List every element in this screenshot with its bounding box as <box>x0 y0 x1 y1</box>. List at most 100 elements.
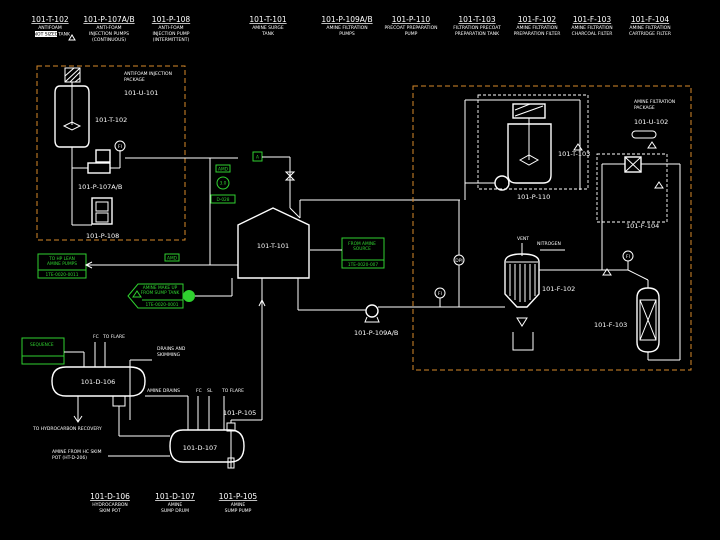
offpage-text: SOURCE <box>353 246 371 252</box>
pump-p108 <box>91 197 113 225</box>
footer-desc: SUMP PUMP <box>225 508 252 514</box>
green-tag-3: 3.0 <box>220 181 227 187</box>
hatch-lines <box>64 67 81 83</box>
header-tag: 101-T-101 <box>249 15 286 24</box>
green-tag-box <box>164 253 180 262</box>
to-hc-recovery-label: TO HYDROCARBON RECOVERY <box>32 426 102 432</box>
header-tag: 101-P-108 <box>152 15 191 24</box>
sump-drum-d107-tag: 101-D-107 <box>183 444 218 452</box>
revision-triangle-icon <box>602 268 612 276</box>
green-tag-box <box>215 164 231 173</box>
header-item-f103: 101-F-103 AMINE FILTRATION CHARCOAL FILT… <box>571 15 612 37</box>
t103-boundary <box>477 94 589 190</box>
instrument-fi-label: FI <box>118 144 122 150</box>
header-desc: INJECTION PUMP <box>152 31 189 37</box>
filter-cross <box>624 156 642 173</box>
revision-triangle-icon <box>68 34 76 41</box>
pump-p107-tag: 101-P-107A/B <box>78 183 122 191</box>
footer-item-d107: 101-D-107 AMINE SUMP DRUM <box>155 492 195 514</box>
agitator-impeller-icon <box>518 154 540 166</box>
filtration-pumps-p109: 101-P-109A/B FI DPI <box>354 200 505 337</box>
from-hc-skim-label: AMINE FROM HC SKIM <box>52 449 102 455</box>
pump-motor <box>95 149 111 163</box>
package-unit-tag: 101-U-102 <box>634 118 668 126</box>
charcoal-filter-f103 <box>636 287 660 353</box>
filter-cross <box>639 299 657 341</box>
header-desc: PREPARATION FILTER <box>514 31 561 37</box>
offpage-ref: 1TE-0020-007 <box>348 262 379 268</box>
precoat-tank-t103 <box>507 123 552 184</box>
header-tag: 101-F-103 <box>573 15 612 24</box>
header-desc: INJECTION PUMPS <box>89 31 129 37</box>
nitrogen-label: NITROGEN <box>537 241 561 247</box>
header-desc: TANK <box>261 31 275 37</box>
package-status-oval <box>631 130 657 139</box>
from-hc-skim-label: POT (HT-D-206) <box>52 455 87 461</box>
footer-item-p105: 101-P-105 AMINE SUMP PUMP <box>219 492 258 514</box>
tank-t103-tag: 101-T-103 <box>558 150 590 158</box>
header-tag: 101-F-102 <box>518 15 557 24</box>
header-desc: ANTIFOAM <box>38 25 62 31</box>
filtration-package: AMINE FILTRATION PACKAGE 101-U-102 101-T… <box>412 85 692 371</box>
header-item-p107: 101-P-107A/B ANTI-FOAM INJECTION PUMPS (… <box>83 15 134 43</box>
amine-drains-label: AMINE DRAINS <box>147 388 180 394</box>
filter-elements <box>509 264 536 302</box>
header-desc: CARTRIDGE FILTER <box>629 31 671 37</box>
header-tag: 101-P-110 <box>392 15 431 24</box>
header-desc: PUMP <box>405 31 418 37</box>
vent-label: VENT <box>517 236 529 242</box>
skim-pot-vessel <box>51 366 146 397</box>
antifoam-package-boundary <box>36 65 186 241</box>
tank-t101-tag: 101-T-101 <box>257 242 289 250</box>
header-desc: PREPARATION TANK <box>455 31 500 37</box>
waste-bin <box>512 332 534 351</box>
footer-desc: HYDROCARBON <box>92 502 128 508</box>
header-desc: PRECOAT PREPARATION <box>384 25 437 31</box>
surge-tank-shape <box>237 207 310 279</box>
tank-t102-tag: 101-T-102 <box>95 116 127 124</box>
header-item-p108: 101-P-108 ANTI-FOAM INJECTION PUMP (INTE… <box>152 15 191 43</box>
sequence-label: SEQUENCE <box>30 342 54 348</box>
header-item-f104: 101-F-104 AMINE FILTRATION CARTRIDGE FIL… <box>629 15 671 37</box>
pump-p105-tag: 101-P-105 <box>223 409 256 417</box>
f104-boundary <box>596 153 668 223</box>
fc-label: FC <box>93 334 99 340</box>
footer-desc: SKIM POT <box>99 508 121 514</box>
revision-triangle-icon <box>654 181 664 189</box>
header-desc: AMINE SURGE <box>252 25 284 31</box>
arrow <box>73 415 83 423</box>
header-desc: AMINE FILTRATION <box>516 25 557 31</box>
offpage-text: FROM SUMP TANK <box>141 290 180 296</box>
surge-tank-t101: 101-T-101 A <box>237 151 460 420</box>
pump-p110-tag: 101-P-110 <box>517 193 550 201</box>
green-tag-box <box>210 194 236 204</box>
pump-p109-tag: 101-P-109A/B <box>354 329 398 337</box>
footer-legend: 101-D-106 HYDROCARBON SKIM POT 101-D-107… <box>90 492 257 514</box>
offpage-text: FROM AMINE <box>348 241 376 247</box>
header-desc: TANK <box>57 32 71 38</box>
hatch-lines <box>514 103 544 117</box>
footer-item-d106: 101-D-106 HYDROCARBON SKIM POT <box>90 492 130 514</box>
pump-p110-icon <box>494 175 510 191</box>
header-tag: 101-P-109A/B <box>321 15 372 24</box>
instrument-fi-label: FI <box>626 254 630 260</box>
package-title: PACKAGE <box>634 105 655 111</box>
header-desc: FILTRATION PRECOAT <box>453 25 501 31</box>
green-triangle-icon <box>132 290 142 298</box>
green-tag-d028: D-028 <box>216 197 229 203</box>
green-connector-dot <box>183 290 195 302</box>
pump-casing <box>227 457 235 469</box>
green-tag-amd: AMD <box>218 167 229 173</box>
footer-desc: AMINE <box>168 502 183 508</box>
header-desc: (CONTINUOUS) <box>92 37 126 43</box>
not-sized-badge: NOT SIZED <box>34 32 59 38</box>
offpage-ref: 1TE-0020-0001 <box>145 302 178 308</box>
filter-f103-tag: 101-F-103 <box>594 321 627 329</box>
filter-bed <box>639 299 657 341</box>
sequence-box <box>21 337 65 365</box>
header-tag: 101-T-103 <box>458 15 495 24</box>
pump-part <box>95 201 109 212</box>
package-title: ANTIFOAM INJECTION <box>124 71 172 77</box>
header-desc: ANTI-FOAM <box>158 25 183 31</box>
offpage-text: TO HP LEAN <box>48 256 75 262</box>
